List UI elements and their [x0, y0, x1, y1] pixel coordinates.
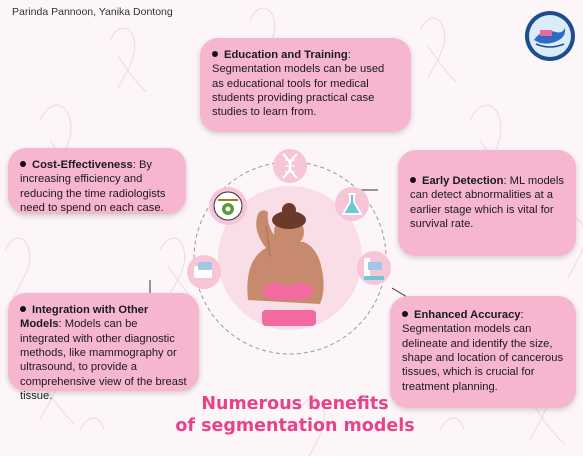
integration-heading: Integration with Other Models: [20, 304, 149, 331]
title-line-2: of segmentation models: [175, 416, 415, 437]
cost-heading: Cost-Effectiveness: [32, 159, 133, 171]
accuracy-heading: Enhanced Accuracy: [414, 309, 521, 321]
card-education: Education and Training: Segmentation mod…: [200, 38, 411, 132]
early-sep: :: [503, 175, 507, 187]
integration-sep: :: [58, 318, 62, 331]
early-heading: Early Detection: [422, 175, 504, 187]
early-body: ML models can detect abnormalities at a …: [410, 175, 564, 230]
dna-icon: [273, 149, 307, 183]
whale-logo: [525, 11, 575, 61]
integration-body: Models can be integrated with other diag…: [20, 318, 187, 402]
woman-figure: [247, 203, 324, 326]
bullet-dot: [212, 51, 218, 58]
authors: Parinda Pannoon, Yanika Dontong: [12, 6, 173, 18]
card-early: Early Detection: ML models can detect ab…: [398, 150, 576, 256]
microscope-icon: [357, 251, 391, 285]
gear-badge-icon: [209, 187, 247, 225]
accuracy-sep: :: [520, 309, 524, 321]
page-title: Numerous benefits of segmentation models: [150, 394, 440, 436]
education-body: Segmentation models can be used as educa…: [212, 63, 385, 119]
bullet-dot: [410, 177, 416, 184]
card-integration: Integration with Other Models: Models ca…: [8, 293, 199, 402]
bullet-dot: [20, 161, 26, 168]
cost-sep: :: [132, 159, 136, 171]
card-accuracy: Enhanced Accuracy: Segmentation models c…: [390, 296, 576, 408]
accuracy-body: Segmentation models can delineate and id…: [402, 323, 564, 393]
bullet-dot: [402, 311, 408, 318]
bullet-dot: [20, 306, 26, 313]
education-heading: Education and Training: [224, 49, 348, 61]
device-icon: [187, 255, 221, 289]
title-line-1: Numerous benefits: [201, 394, 389, 414]
education-sep: :: [347, 49, 351, 61]
card-cost: Cost-Effectiveness: By increasing effici…: [8, 148, 186, 214]
cost-body: By increasing efficiency and reducing th…: [20, 159, 166, 214]
flask-icon: [335, 187, 369, 221]
